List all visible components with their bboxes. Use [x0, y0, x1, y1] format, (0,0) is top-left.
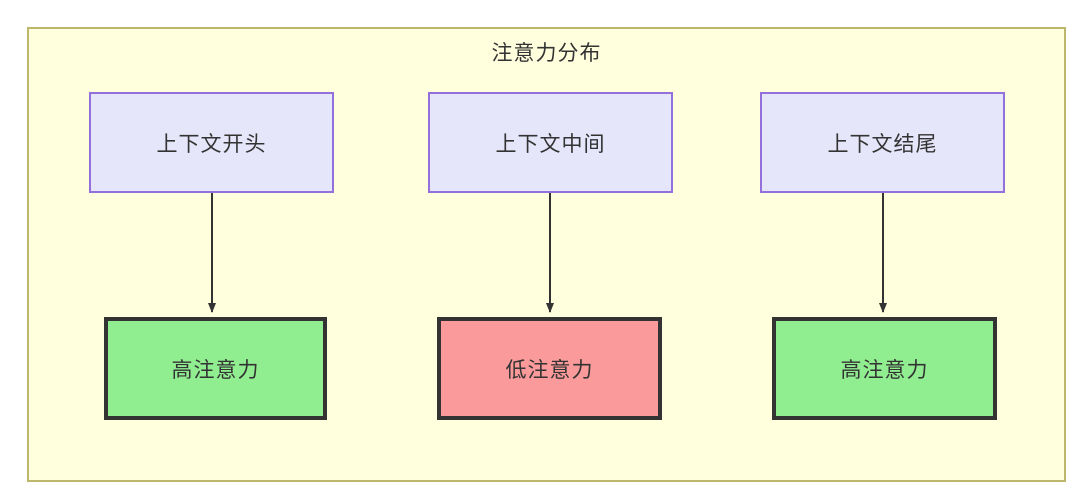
node-high-attention-left[interactable]: 高注意力: [104, 317, 327, 420]
node-label: 低注意力: [505, 357, 594, 382]
node-context-start[interactable]: 上下文开头: [89, 92, 334, 193]
node-label: 上下文结尾: [827, 131, 938, 156]
subgraph-title: 注意力分布: [491, 41, 602, 65]
node-label: 高注意力: [171, 357, 260, 382]
node-high-attention-right[interactable]: 高注意力: [772, 317, 997, 420]
node-label: 上下文中间: [495, 131, 606, 156]
node-low-attention-middle[interactable]: 低注意力: [437, 317, 662, 420]
node-context-end[interactable]: 上下文结尾: [760, 92, 1005, 193]
node-label: 高注意力: [840, 357, 929, 382]
node-context-middle[interactable]: 上下文中间: [428, 92, 673, 193]
node-label: 上下文开头: [156, 131, 267, 156]
